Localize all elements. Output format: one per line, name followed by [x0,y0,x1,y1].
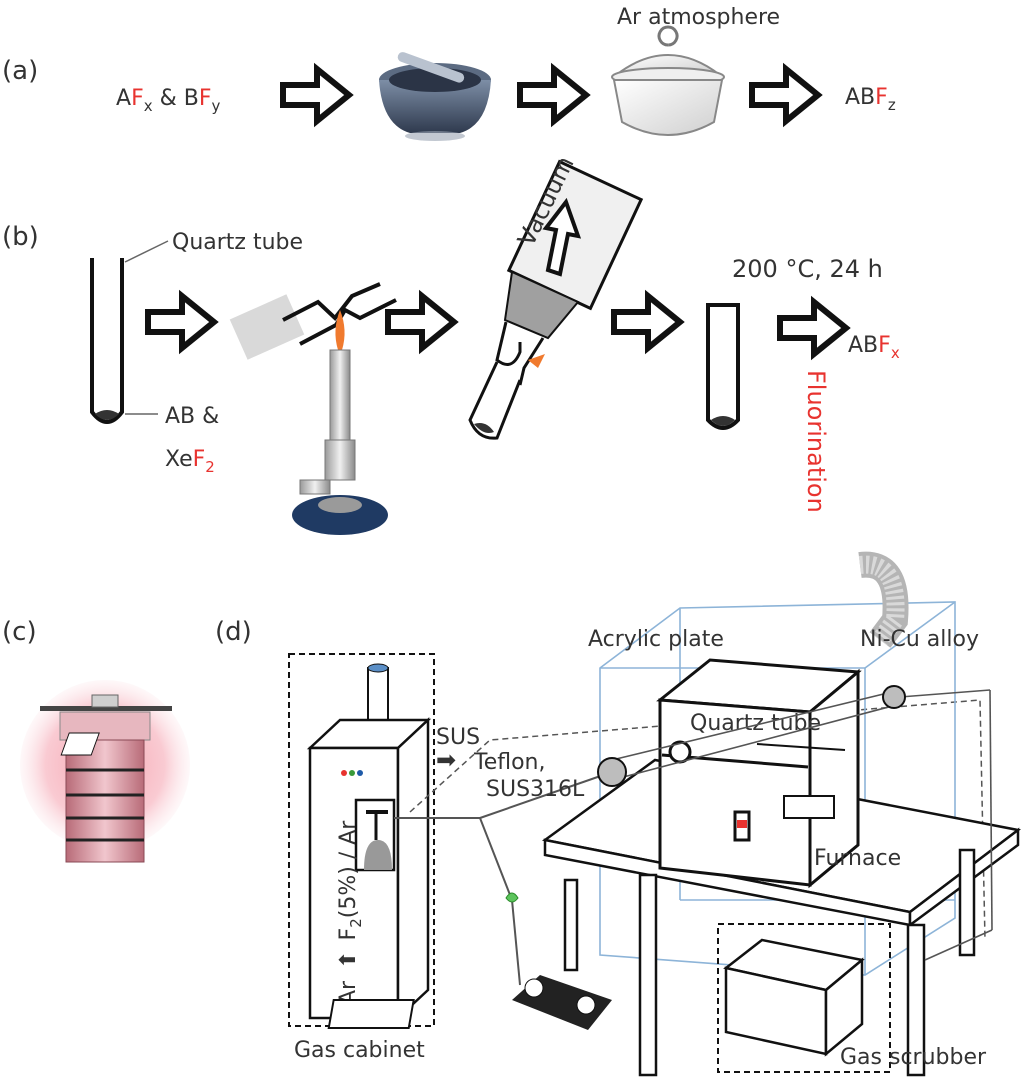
quartz-tube-label: Quartz tube [172,230,303,255]
autoclave-icon [40,694,172,863]
gas-scrubber-icon [723,938,865,1057]
product-a-label: ABFz [845,85,896,114]
panel-c-label: (c) [2,617,37,647]
burner-sealing-icon [229,282,397,535]
sample-label-line2: XeF2 [165,447,215,476]
arrow-a1-icon [283,69,349,121]
panel-d: (d) Ar⬆F2(5%) / Ar Gas cabinet [60,551,1021,1077]
quartz-tube-leader [124,240,169,263]
sealed-tube-icon [706,303,740,430]
vacuum-arrow-icon [542,197,582,277]
gas-cabinet-icon: Ar⬆F2(5%) / Ar [60,663,432,1021]
panel-a: (a) AFx & BFy Ar atmosphere ABFz [2,5,896,141]
conditions-label: 200 °C, 24 h [732,255,883,283]
mortar-pestle-icon [379,52,491,141]
acrylic-plate-label: Acrylic plate [588,627,724,652]
panel-d-label: (d) [215,617,252,647]
product-b-label: ABFx [848,333,900,362]
sus316l-label: SUS316L [486,777,585,802]
quartz-tube-icon [90,258,124,424]
sample-label-line1: AB & [165,404,219,429]
arrow-a2-icon [520,69,586,121]
gas-scrubber-label: Gas scrubber [840,1045,987,1070]
arrow-b4-icon [780,302,846,354]
sus-arrow-icon: ➡ [436,746,456,774]
fluorination-label: Fluorination [802,370,830,513]
crucible-icon [611,25,725,136]
reactants-label: AFx & BFy [116,86,221,115]
arrow-b1-icon [148,296,214,348]
sus-label: SUS [436,725,480,750]
cabinet-gas-label: Ar⬆F2(5%) / Ar [336,820,365,1005]
gas-cabinet-outline [288,653,435,1027]
arrow-b2-icon [388,296,454,348]
gas-scrubber-outline [717,923,891,1073]
furnace-label: Furnace [814,846,901,871]
panel-b: (b) Quartz tube AB & XeF2 [2,152,900,535]
ar-atmosphere-label: Ar atmosphere [617,5,780,30]
teflon-label: Teflon, [473,750,546,775]
panel-b-label: (b) [2,222,39,252]
arrow-a3-icon [752,69,818,121]
flange-left-icon [597,757,627,787]
gas-cabinet-label: Gas cabinet [294,1038,425,1063]
panel-a-label: (a) [2,56,38,86]
vacuum-pump-icon [327,975,612,1030]
panel-c: (c) [2,617,190,863]
ni-cu-alloy-label: Ni-Cu alloy [860,627,979,652]
vacuum-line-icon: Vacuum [468,152,644,440]
arrow-b3-icon [614,296,680,348]
exhaust-duct-icon [858,551,909,648]
flange-right-icon [882,685,906,709]
reactor-tube [611,689,993,961]
